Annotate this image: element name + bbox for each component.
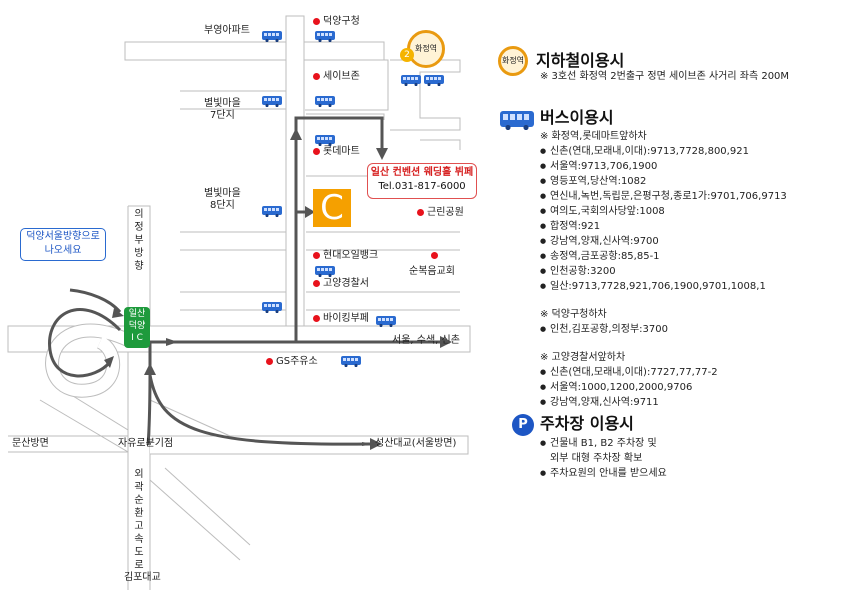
parking-title: 주차장 이용시: [540, 414, 634, 433]
bus-route-item: 강남역,양재,신사역:9711: [540, 395, 843, 410]
bus-route-item: 인천,김포공항,의정부:3700: [540, 322, 843, 337]
road-cross-1: [180, 90, 286, 110]
parking-list: 건물내 B1, B2 주차장 및 외부 대형 주차장 확보 주차요원의 안내를 …: [540, 436, 843, 481]
road-lower-left: [8, 435, 128, 453]
bus-group-list: 인천,김포공항,의정부:3700: [540, 322, 843, 337]
bus-group-header: ※ 덕양구청하차: [540, 309, 607, 320]
subway-note-wrap: ※ 3호선 화정역 2번출구 정면 세이브존 사거리 좌측 200M: [540, 70, 843, 84]
venue-callout: 일산 컨벤션 웨딩홀 뷔페 Tel.031-817-6000: [367, 163, 477, 199]
poi-gs-station: GS주유소: [266, 356, 318, 368]
bus-route-item: 합정역:921: [540, 219, 843, 234]
bus-route-item: 연신내,녹번,독립문,은평구청,종로1가:9701,706,9713: [540, 189, 843, 204]
bus-route-item: 신촌(연대,모래내,이대):7727,77,77-2: [540, 365, 843, 380]
poi-viking-buffet: 바이킹부페: [313, 313, 369, 325]
line-2-icon: 2: [400, 48, 414, 62]
road-lower-h: [180, 291, 460, 311]
bus-title: 버스이용시: [540, 108, 614, 127]
bus-icon: [424, 75, 444, 86]
label-byeolbit-8: 별빛마을 8단지: [204, 188, 241, 211]
hwajeong-station-icon: 화정역: [407, 30, 445, 68]
bus-route-item: 인천공항:3200: [540, 264, 843, 279]
bus-group-list: 신촌(연대,모래내,이대):9713,7728,800,921 서울역:9713…: [540, 144, 843, 294]
parking-section: 주차장 이용시 건물내 B1, B2 주차장 및 외부 대형 주차장 확보 주차…: [540, 414, 843, 481]
road-right-mid: [420, 139, 461, 150]
label-munsan: 문산방면: [12, 438, 49, 449]
label-seongsan-bridge: 성산대교(서울방면): [375, 438, 457, 449]
bus-route-item: 영등포역,당산역:1082: [540, 174, 843, 189]
label-gimpo-bridge: 김포대교: [124, 572, 161, 583]
parking-item: 주차요원의 안내를 받으세요: [540, 466, 843, 481]
route-arrowheads: [104, 128, 452, 450]
poi-church-marker: [431, 252, 438, 259]
bus-section-icon: [500, 111, 534, 130]
ilsan-deokyang-ic-badge: 일산 덕양 I C: [124, 307, 150, 348]
label-jayuro-junction: 자유로분기점: [118, 438, 174, 449]
poi-lotte-mart: 롯데마트: [313, 146, 360, 158]
bus-icon: [315, 266, 335, 277]
bus-route-item: 여의도,국회의사당앞:1008: [540, 204, 843, 219]
interchange-loop-inner: [46, 324, 131, 397]
ic-arrow: [362, 442, 374, 446]
bus-icon: [262, 31, 282, 42]
route-loop-top: [69, 288, 122, 314]
route-lower: [148, 374, 371, 446]
bus-route-item: 서울역:9713,706,1900: [540, 159, 843, 174]
parking-item: 건물내 B1, B2 주차장 및 외부 대형 주차장 확보: [540, 436, 843, 466]
route-loop: [48, 308, 122, 378]
bus-group-header: ※ 고양경찰서앞하차: [540, 352, 626, 363]
subway-station-icon: 화정역: [498, 46, 528, 76]
bus-route-item: 서울역:1000,1200,2000,9706: [540, 380, 843, 395]
bus-icon: [315, 31, 335, 42]
bus-route-item: 일산:9713,7728,921,706,1900,9701,1008,1: [540, 279, 843, 294]
bus-icon: [262, 302, 282, 313]
bus-icon: [315, 96, 335, 107]
poi-hyundai-oilbank: 현대오일뱅크: [313, 250, 378, 262]
bus-icon: [262, 96, 282, 107]
bus-icon: [262, 206, 282, 217]
road-expressway: [127, 205, 151, 590]
road-right-top: [390, 59, 461, 131]
label-seoul-direction: 서울, 수색, 신촌: [392, 335, 460, 346]
bus-section: 버스이용시 ※ 화정역,롯데마트앞하차 신촌(연대,모래내,이대):9713,7…: [540, 108, 843, 410]
bus-group-header: ※ 화정역,롯데마트앞하차: [540, 131, 647, 142]
label-uijeongbu: 의정부방향: [134, 209, 144, 272]
label-byeolbit-7: 별빛마을 7단지: [204, 98, 241, 121]
poi-save-zone: 세이브존: [313, 71, 360, 83]
road-top: [124, 41, 385, 61]
parking-icon: P: [512, 414, 534, 436]
venue-tel: Tel.031-817-6000: [378, 181, 466, 192]
subway-note: ※ 3호선 화정역 2번출구 정면 세이브존 사거리 좌측 200M: [540, 71, 790, 82]
bus-route-item: 신촌(연대,모래내,이대):9713,7728,800,921: [540, 144, 843, 159]
venue-logo-icon: C: [313, 189, 351, 227]
bus-icon: [315, 135, 335, 146]
exit-note-bubble: 덕양서울방향으로 나오세요: [20, 228, 106, 261]
label-sunbokeum-church: 순복음교회: [409, 266, 455, 277]
poi-goyang-police: 고양경찰서: [313, 278, 369, 290]
road-mid-h: [180, 231, 460, 251]
subway-title: 지하철이용시: [536, 51, 625, 70]
bus-route-item: 강남역,양재,신사역:9700: [540, 234, 843, 249]
road-diag-3: [149, 467, 251, 561]
bus-group-list: 신촌(연대,모래내,이대):7727,77,77-2 서울역:1000,1200…: [540, 365, 843, 410]
bus-route-item: 송정역,금포공항:85,85-1: [540, 249, 843, 264]
subway-section: 지하철이용시: [536, 51, 843, 71]
poi-deokyang-gucheong: 덕양구청: [313, 16, 360, 28]
poi-geunrin-park: 근린공원: [417, 207, 464, 219]
hwajeong-station-label: 화정역: [414, 44, 438, 53]
label-buyoung-apt: 부영아파트: [204, 25, 250, 36]
bus-icon: [341, 356, 361, 367]
label-ring-expressway: 외곽순환고속도로: [134, 469, 144, 571]
bus-icon: [376, 316, 396, 327]
bus-icon: [401, 75, 421, 86]
route-up: [294, 116, 384, 342]
venue-name: 일산 컨벤션 웨딩홀 뷔페: [370, 167, 474, 178]
